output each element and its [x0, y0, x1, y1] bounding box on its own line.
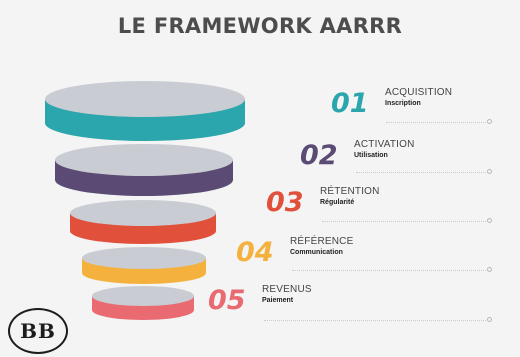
- step-retention: 03 RÉTENTION Régularité: [266, 185, 380, 216]
- funnel-layer-5: [92, 286, 194, 320]
- step-sublabel: Utilisation: [354, 152, 388, 159]
- step-activation: 02 ACTIVATION Utilisation: [300, 138, 415, 169]
- dotted-connector: [264, 317, 492, 323]
- funnel-layer-2: [55, 144, 233, 196]
- funnel-layer-1: [45, 81, 245, 141]
- step-acquisition: 01 ACQUISITION Inscription: [331, 86, 452, 117]
- step-label: RÉFÉRENCE: [290, 236, 354, 247]
- dotted-connector: [292, 267, 492, 273]
- step-reference: 04 RÉFÉRENCE Communication: [236, 235, 353, 266]
- step-label: REVENUS: [262, 284, 312, 295]
- step-sublabel: Inscription: [385, 100, 421, 107]
- step-label: RÉTENTION: [320, 186, 380, 197]
- step-number: 02: [300, 140, 338, 171]
- step-number: 05: [208, 285, 246, 316]
- step-revenus: 05 REVENUS Paiement: [208, 283, 312, 314]
- dotted-connector: [356, 169, 492, 175]
- step-sublabel: Communication: [290, 249, 343, 256]
- page-title: LE FRAMEWORK AARRR: [117, 14, 403, 38]
- dotted-connector: [322, 218, 492, 224]
- step-sublabel: Paiement: [262, 297, 294, 304]
- dotted-connector: [386, 119, 492, 125]
- step-sublabel: Régularité: [320, 199, 355, 206]
- step-label: ACQUISITION: [385, 87, 453, 98]
- step-label: ACTIVATION: [354, 139, 415, 150]
- step-number: 03: [266, 187, 304, 218]
- funnel-layer-4: [82, 247, 206, 284]
- funnel-layer-3: [70, 200, 216, 244]
- brand-logo: BB: [8, 308, 68, 354]
- step-number: 01: [331, 88, 369, 119]
- step-number: 04: [236, 237, 274, 268]
- logo-text: BB: [20, 319, 56, 343]
